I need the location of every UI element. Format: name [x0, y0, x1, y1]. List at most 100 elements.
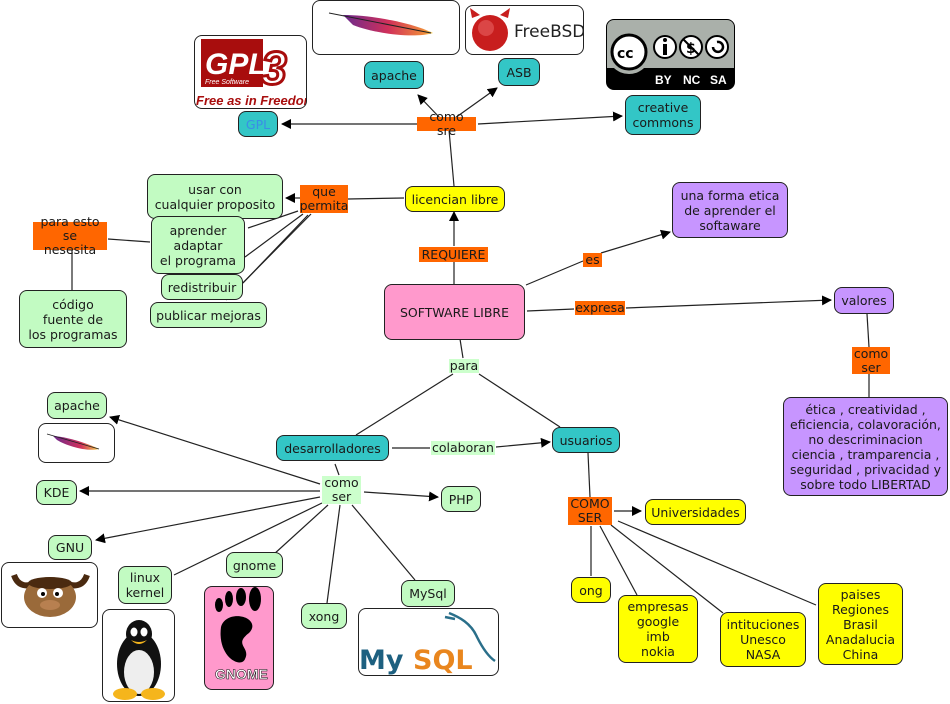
node-valores-list[interactable]: ética , creatividad , eficiencia, colavo… — [783, 397, 948, 496]
link-expresa-valores — [625, 295, 832, 309]
link-para-desarrolladores — [355, 373, 454, 436]
link-es-unaforma — [600, 229, 671, 254]
node-publicar-mejoras[interactable]: publicar mejoras — [150, 302, 267, 328]
svg-text:$: $ — [686, 41, 696, 57]
link-sl-para — [459, 338, 464, 359]
link-comoser-gnu — [95, 496, 321, 544]
node-xong[interactable]: xong — [301, 603, 347, 629]
node-gnu[interactable]: GNU — [48, 535, 92, 560]
link-comoser-paises — [617, 520, 817, 606]
svg-text:cc: cc — [617, 46, 634, 62]
tux-logo-image — [102, 609, 175, 702]
node-paises[interactable]: paises Regiones Brasil Anadalucia China — [818, 583, 903, 665]
link-dev-comoser — [334, 463, 340, 476]
apache-feather-logo-icon — [46, 433, 100, 450]
link-licencian-quepermita — [347, 197, 405, 200]
node-redistribuir[interactable]: redistribuir — [161, 274, 243, 300]
link-sl-expresa — [526, 308, 575, 312]
mysql-logo-image: My SQL — [358, 608, 499, 676]
gnu-logo-image — [1, 562, 98, 628]
node-licencian-libre[interactable]: licencian libre — [405, 186, 505, 212]
link-label-expresa: expresa — [575, 300, 625, 315]
node-desarrolladores[interactable]: desarrolladores — [276, 435, 389, 461]
node-ong[interactable]: ong — [571, 577, 611, 603]
apache-feather-top-image — [312, 0, 460, 55]
link-quepermita-adaptar — [244, 213, 304, 258]
apache-feather-dev-image — [38, 423, 115, 463]
link-comoser-linux — [173, 502, 323, 576]
gnu-head-logo-icon — [11, 573, 90, 617]
link-comoser-xong — [326, 504, 341, 604]
link-licencian-comosre — [448, 129, 455, 187]
gnome-logo-image: GNOME — [204, 586, 274, 690]
node-una-forma-etica[interactable]: una forma etica de aprender el softaware — [672, 182, 788, 238]
link-label-para: para — [449, 358, 479, 373]
node-codigo-fuente[interactable]: código fuente de los programas — [19, 290, 127, 348]
link-label-que-permita: que permita — [299, 184, 349, 213]
node-software-libre[interactable]: SOFTWARE LIBRE — [384, 284, 525, 340]
link-label-para-esto-se-nesesita: para esto se nesesita — [33, 215, 107, 257]
link-label-es: es — [583, 253, 602, 267]
freebsd-logo-icon: FreeBSD — [470, 8, 584, 51]
link-comosre-asb — [454, 87, 498, 119]
node-kde[interactable]: KDE — [36, 480, 77, 505]
link-usuarios-comoser — [587, 452, 591, 498]
svg-text:Free Software: Free Software — [205, 79, 249, 86]
link-comoser-empresas — [599, 525, 638, 596]
link-comoser-intituciones — [610, 524, 724, 614]
link-valores-comoser — [866, 313, 870, 348]
node-linux-kernel[interactable]: linux kernel — [118, 566, 172, 604]
link-sl-es — [525, 260, 584, 286]
svg-text:My: My — [359, 645, 404, 676]
node-gnome[interactable]: gnome — [226, 552, 283, 578]
freebsd-logo-image: FreeBSD — [465, 5, 584, 55]
node-valores[interactable]: valores — [834, 287, 894, 314]
node-universidades[interactable]: Universidades — [645, 499, 746, 525]
svg-text:Free as in Freedom: Free as in Freedom — [196, 93, 307, 108]
link-label-como-ser-valores: como ser — [852, 345, 890, 375]
link-quepermita-aprender — [247, 210, 299, 229]
node-gpl[interactable]: GPL — [238, 111, 278, 137]
svg-text:NC: NC — [683, 73, 701, 87]
node-php[interactable]: PHP — [441, 486, 481, 512]
svg-text:GNOME: GNOME — [215, 666, 268, 682]
link-aprender-paraesto — [107, 238, 151, 243]
mysql-dolphin-logo-icon: My SQL — [359, 611, 496, 676]
creative-commons-logo-image: cc $ BY NC SA — [606, 19, 735, 90]
gnome-foot-logo-icon: GNOME — [215, 587, 268, 682]
link-label-requiere: REQUIERE — [419, 247, 488, 262]
node-empresas[interactable]: empresas google imb nokia — [618, 595, 698, 663]
link-comoser-apache — [109, 414, 321, 485]
link-comoser-mysql — [351, 504, 416, 581]
link-label-colaboran: colaboran — [431, 440, 495, 455]
link-colaboran-usuarios — [495, 437, 551, 448]
node-creative-commons[interactable]: creative commons — [625, 95, 701, 135]
link-comoser-php — [363, 491, 439, 502]
node-usuarios[interactable]: usuarios — [552, 427, 620, 453]
link-comosre-cc — [477, 111, 623, 125]
gpl-logo-image: GPL Free Software 3 Free as in Freedom — [194, 35, 307, 109]
svg-text:GPL: GPL — [205, 48, 267, 81]
node-apache-dev[interactable]: apache — [47, 392, 107, 419]
tux-penguin-logo-icon — [113, 620, 165, 700]
svg-text:SA: SA — [710, 73, 727, 87]
creative-commons-logo-icon: cc $ BY NC SA — [607, 20, 734, 87]
link-label-como-ser-dev: como ser — [322, 476, 361, 504]
svg-text:BY: BY — [655, 73, 672, 87]
link-label-como-sre: como sre — [417, 110, 476, 138]
node-mysql[interactable]: MySql — [401, 580, 455, 607]
link-para-usuarios — [478, 373, 561, 428]
apache-feather-logo-icon — [328, 12, 433, 36]
node-usar-con-cualquier-proposito[interactable]: usar con cualquier proposito — [147, 174, 283, 219]
svg-text:3: 3 — [261, 42, 287, 94]
node-intituciones[interactable]: intituciones Unesco NASA — [720, 612, 806, 667]
node-asb[interactable]: ASB — [498, 58, 540, 86]
node-aprender-adaptar[interactable]: aprender adaptar el programa — [151, 216, 245, 274]
node-apache-license[interactable]: apache — [364, 61, 424, 89]
svg-text:SQL: SQL — [413, 645, 473, 676]
link-comosre-apache — [417, 94, 441, 119]
svg-text:FreeBSD: FreeBSD — [514, 22, 584, 42]
link-label-como-ser-users: COMO SER — [568, 497, 612, 525]
gpl-v3-logo-icon: GPL Free Software 3 Free as in Freedom — [196, 39, 307, 108]
